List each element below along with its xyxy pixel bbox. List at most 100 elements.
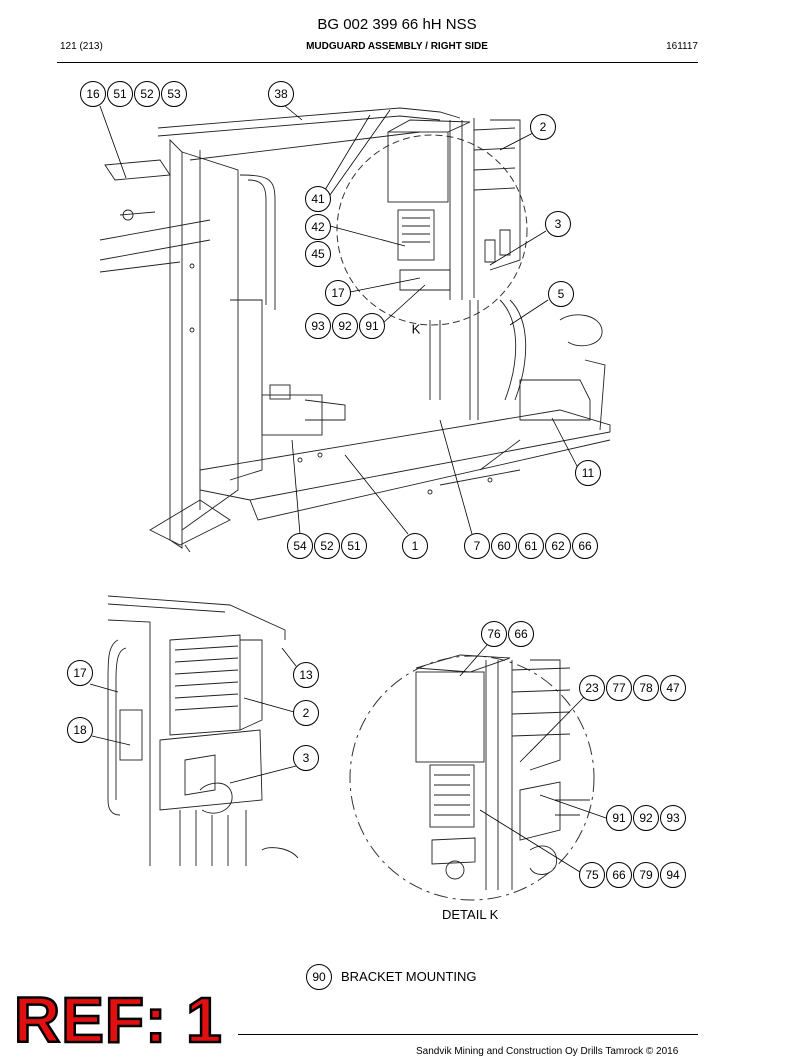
page-number: 121 (213) [60, 41, 103, 52]
callout-circle-52 [134, 81, 160, 107]
callout-17: 17 [331, 286, 345, 300]
callout-circle-45 [305, 241, 331, 267]
callout-k77: 77 [612, 681, 626, 695]
document-code: 161117 [666, 41, 698, 52]
callout-circle-k23 [579, 675, 605, 701]
callout-53: 53 [167, 87, 181, 101]
callout-circle-k76 [481, 621, 507, 647]
callout-circle-k66b [606, 862, 632, 888]
main-assembly-illustration [99, 107, 611, 553]
callout-k47: 47 [666, 681, 680, 695]
detail-assembly-illustration [107, 595, 299, 866]
callout-5: 5 [558, 287, 565, 301]
document-title: BG 002 399 66 hH NSS [317, 16, 477, 33]
callout-circle-1 [402, 533, 428, 559]
callout-circle-90 [306, 964, 332, 990]
callout-circle-42 [305, 214, 331, 240]
callout-k66b: 66 [612, 868, 626, 882]
callout-circle-60 [491, 533, 517, 559]
callout-k75: 75 [585, 868, 599, 882]
header-rule [57, 62, 698, 63]
callout-circle-16 [80, 81, 106, 107]
callout-60: 60 [497, 539, 511, 553]
callout-k78: 78 [639, 681, 653, 695]
callout-circle-k47 [660, 675, 686, 701]
callout-circle-2 [530, 114, 556, 140]
callout-circle-k91 [606, 805, 632, 831]
callout-circle-k94 [660, 862, 686, 888]
callout-2: 2 [540, 120, 547, 134]
callout-circle-k93 [660, 805, 686, 831]
callout-41: 41 [311, 192, 325, 206]
callout-circle-d2 [293, 700, 319, 726]
detail-k-marker-label: K [412, 322, 421, 337]
callout-k94: 94 [666, 868, 680, 882]
callout-62: 62 [551, 539, 565, 553]
callout-circle-62 [545, 533, 571, 559]
callout-circle-d18 [67, 717, 93, 743]
callout-circle-11 [575, 460, 601, 486]
callout-7: 7 [474, 539, 481, 553]
detail-k-leader-lines [459, 644, 607, 873]
callout-circle-k75 [579, 862, 605, 888]
detail-leader-lines [89, 647, 297, 784]
ref-stamp: REF: 1 [13, 984, 223, 1056]
callout-k23: 23 [585, 681, 599, 695]
callout-circle-k77 [606, 675, 632, 701]
callout-circle-k66 [508, 621, 534, 647]
callout-circle-38 [268, 81, 294, 107]
callout-51: 51 [113, 87, 127, 101]
bracket-mounting-caption: BRACKET MOUNTING [341, 969, 477, 984]
callout-circle-d13 [293, 662, 319, 688]
callout-circle-51b [341, 533, 367, 559]
callout-d13: 13 [299, 668, 313, 682]
callout-k76: 76 [487, 627, 501, 641]
callout-circle-k79 [633, 862, 659, 888]
callout-numbers: 16 51 52 53 38 2 41 42 45 3 17 5 93 92 9… [73, 87, 680, 984]
callout-11: 11 [582, 466, 595, 480]
detail-k-circle [349, 655, 595, 901]
callout-d2: 2 [303, 706, 310, 720]
callout-52b: 52 [320, 539, 334, 553]
callout-k66: 66 [514, 627, 528, 641]
section-title: MUDGUARD ASSEMBLY / RIGHT SIDE [306, 41, 488, 52]
callout-38: 38 [274, 87, 288, 101]
footer-rule [238, 1034, 698, 1035]
callout-16: 16 [86, 87, 100, 101]
callout-circle-91 [359, 313, 385, 339]
callout-k93: 93 [666, 811, 680, 825]
callout-circle-7 [464, 533, 490, 559]
callout-circle-3 [545, 211, 571, 237]
callout-circle-92 [332, 313, 358, 339]
callout-42: 42 [311, 220, 325, 234]
footer-copyright: Sandvik Mining and Construction Oy Drill… [416, 1046, 679, 1057]
callout-52: 52 [140, 87, 154, 101]
callout-93: 93 [311, 319, 325, 333]
callout-k79: 79 [639, 868, 653, 882]
callout-90: 90 [312, 970, 326, 984]
callout-3: 3 [555, 217, 562, 231]
callout-circle-66 [572, 533, 598, 559]
callout-d3: 3 [303, 751, 310, 765]
callout-61: 61 [524, 539, 538, 553]
main-leader-lines [99, 105, 579, 535]
callout-k92: 92 [639, 811, 653, 825]
callout-92: 92 [338, 319, 352, 333]
callout-66: 66 [578, 539, 592, 553]
detail-k-illustration [415, 654, 590, 890]
callout-d18: 18 [73, 723, 87, 737]
callout-circle-93 [305, 313, 331, 339]
callout-circles [67, 81, 686, 990]
callout-1: 1 [412, 539, 419, 553]
callout-d17: 17 [73, 666, 87, 680]
callout-circle-k78 [633, 675, 659, 701]
callout-91: 91 [365, 319, 379, 333]
callout-circle-k92 [633, 805, 659, 831]
callout-circle-41 [305, 186, 331, 212]
detail-k-caption: DETAIL K [442, 907, 499, 922]
callout-circle-53 [161, 81, 187, 107]
detail-k-marker-circle [336, 134, 528, 326]
callout-51b: 51 [347, 539, 361, 553]
callout-54: 54 [293, 539, 307, 553]
